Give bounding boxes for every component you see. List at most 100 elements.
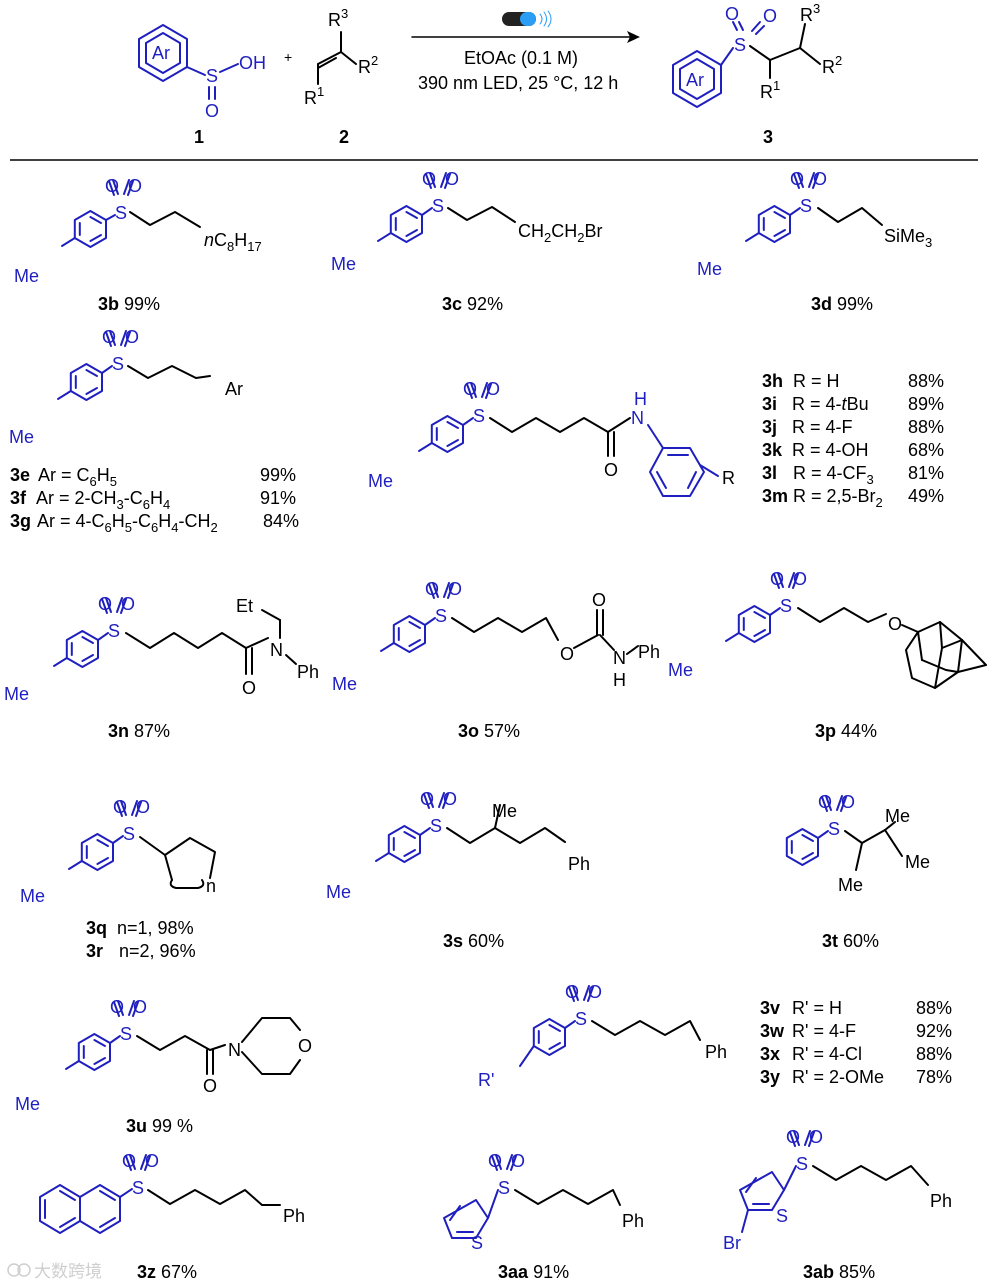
svg-text:Me: Me xyxy=(905,852,930,872)
svg-text:Me: Me xyxy=(15,1094,40,1114)
svg-text:S: S xyxy=(473,406,485,426)
svg-text:49%: 49% xyxy=(908,486,944,506)
svg-text:S: S xyxy=(115,203,127,223)
compound-3c: Me S O O CH2CH2Br 3c 92% xyxy=(331,169,602,314)
svg-text:R1: R1 xyxy=(304,84,324,108)
svg-text:H: H xyxy=(613,670,626,690)
svg-text:88%: 88% xyxy=(916,998,952,1018)
svg-text:S: S xyxy=(430,816,442,836)
svg-text:O: O xyxy=(511,1151,525,1171)
svg-text:S: S xyxy=(123,824,135,844)
watermark: 大数跨境 xyxy=(7,1262,102,1282)
svg-text:Ph: Ph xyxy=(705,1042,727,1062)
svg-text:O: O xyxy=(298,1036,312,1056)
svg-text:Me: Me xyxy=(492,801,517,821)
svg-text:O: O xyxy=(770,569,784,589)
svg-text:Ph: Ph xyxy=(297,662,319,682)
svg-text:N: N xyxy=(631,408,644,428)
svg-text:SiMe3: SiMe3 xyxy=(884,226,932,250)
svg-text:Ph: Ph xyxy=(622,1211,644,1231)
svg-text:O: O xyxy=(813,169,827,189)
svg-text:3yR' = 2-OMe: 3yR' = 2-OMe xyxy=(760,1067,884,1087)
compound-3h-3m: Me S O O O N H R xyxy=(368,379,735,497)
plus-sign: + xyxy=(284,49,292,65)
svg-text:3t 60%: 3t 60% xyxy=(822,931,879,951)
svg-text:O: O xyxy=(809,1127,823,1147)
svg-text:3jR = 4-F: 3jR = 4-F xyxy=(762,417,853,437)
r3-label: R xyxy=(328,10,341,30)
svg-text:3kR = 4-OH: 3kR = 4-OH xyxy=(762,440,869,460)
svg-text:H: H xyxy=(634,389,647,409)
svg-text:3p 44%: 3p 44% xyxy=(815,721,877,741)
reactant-2: R3 R2 R1 2 xyxy=(304,6,378,147)
svg-text:S: S xyxy=(796,1154,808,1174)
svg-text:S: S xyxy=(112,354,124,374)
svg-text:O: O xyxy=(763,6,777,26)
svg-text:Br: Br xyxy=(723,1233,741,1253)
svg-text:O: O xyxy=(98,594,112,614)
reaction-arrow: EtOAc (0.1 M) 390 nm LED, 25 °C, 12 h xyxy=(411,10,640,93)
svg-text:Ar: Ar xyxy=(225,379,243,399)
svg-text:Me: Me xyxy=(331,254,356,274)
svg-text:Ph: Ph xyxy=(283,1206,305,1226)
compound-3u: Me S O O O N O 3u 99 % xyxy=(15,997,312,1136)
svg-text:S: S xyxy=(575,1009,587,1029)
svg-text:Me: Me xyxy=(885,806,910,826)
ar-label-1: Ar xyxy=(152,43,170,63)
svg-text:O: O xyxy=(110,997,124,1017)
svg-text:O: O xyxy=(122,1151,136,1171)
svg-text:O: O xyxy=(841,792,855,812)
svg-text:O: O xyxy=(420,789,434,809)
svg-text:N: N xyxy=(228,1040,241,1060)
svg-text:3aa 91%: 3aa 91% xyxy=(498,1262,569,1282)
svg-text:S: S xyxy=(120,1024,132,1044)
svg-text:O: O xyxy=(242,678,256,698)
svg-text:O: O xyxy=(125,327,139,347)
svg-text:R': R' xyxy=(478,1070,494,1090)
svg-text:R3: R3 xyxy=(328,6,348,30)
svg-text:Ph: Ph xyxy=(930,1191,952,1211)
compound-3d: Me S O O SiMe3 3d 99% xyxy=(697,169,932,314)
compound-number-3: 3 xyxy=(763,127,773,147)
svg-text:3z 67%: 3z 67% xyxy=(137,1262,197,1282)
svg-text:Me: Me xyxy=(332,674,357,694)
svg-text:3b 99%: 3b 99% xyxy=(98,294,160,314)
svg-text:Me: Me xyxy=(20,886,45,906)
svg-text:O: O xyxy=(565,982,579,1002)
svg-text:O: O xyxy=(443,789,457,809)
svg-text:Me: Me xyxy=(14,266,39,286)
svg-text:Me: Me xyxy=(697,259,722,279)
svg-text:88%: 88% xyxy=(916,1044,952,1064)
svg-text:S: S xyxy=(432,196,444,216)
svg-text:O: O xyxy=(128,176,142,196)
svg-text:Me: Me xyxy=(4,684,29,704)
svg-text:Et: Et xyxy=(236,596,253,616)
svg-text:88%: 88% xyxy=(908,417,944,437)
svg-text:N: N xyxy=(270,640,283,660)
svg-text:O: O xyxy=(203,1076,217,1096)
conditions-line-2: 390 nm LED, 25 °C, 12 h xyxy=(418,73,618,93)
compound-3b: Me S O O nC8H17 3b 99% xyxy=(14,176,262,314)
svg-text:O: O xyxy=(786,1127,800,1147)
compound-number-1: 1 xyxy=(194,127,204,147)
svg-text:3s 60%: 3s 60% xyxy=(443,931,504,951)
svg-text:大数跨境: 大数跨境 xyxy=(34,1262,102,1282)
compound-3aa: S S O O Ph 3aa 91% xyxy=(443,1151,644,1282)
svg-text:O: O xyxy=(145,1151,159,1171)
svg-text:3rn=2, 96%: 3rn=2, 96% xyxy=(86,941,196,961)
svg-text:3wR' = 4-F: 3wR' = 4-F xyxy=(760,1021,856,1041)
svg-text:99%: 99% xyxy=(260,465,296,485)
svg-text:Me: Me xyxy=(838,875,863,895)
svg-text:3d 99%: 3d 99% xyxy=(811,294,873,314)
svg-text:3o 57%: 3o 57% xyxy=(458,721,520,741)
svg-text:89%: 89% xyxy=(908,394,944,414)
sulfur-label-product: S xyxy=(734,35,746,55)
svg-text:R2: R2 xyxy=(358,53,378,77)
svg-text:nC8H17: nC8H17 xyxy=(204,230,262,254)
svg-text:N: N xyxy=(613,648,626,668)
svg-text:O: O xyxy=(604,460,618,480)
compound-number-2: 2 xyxy=(339,127,349,147)
